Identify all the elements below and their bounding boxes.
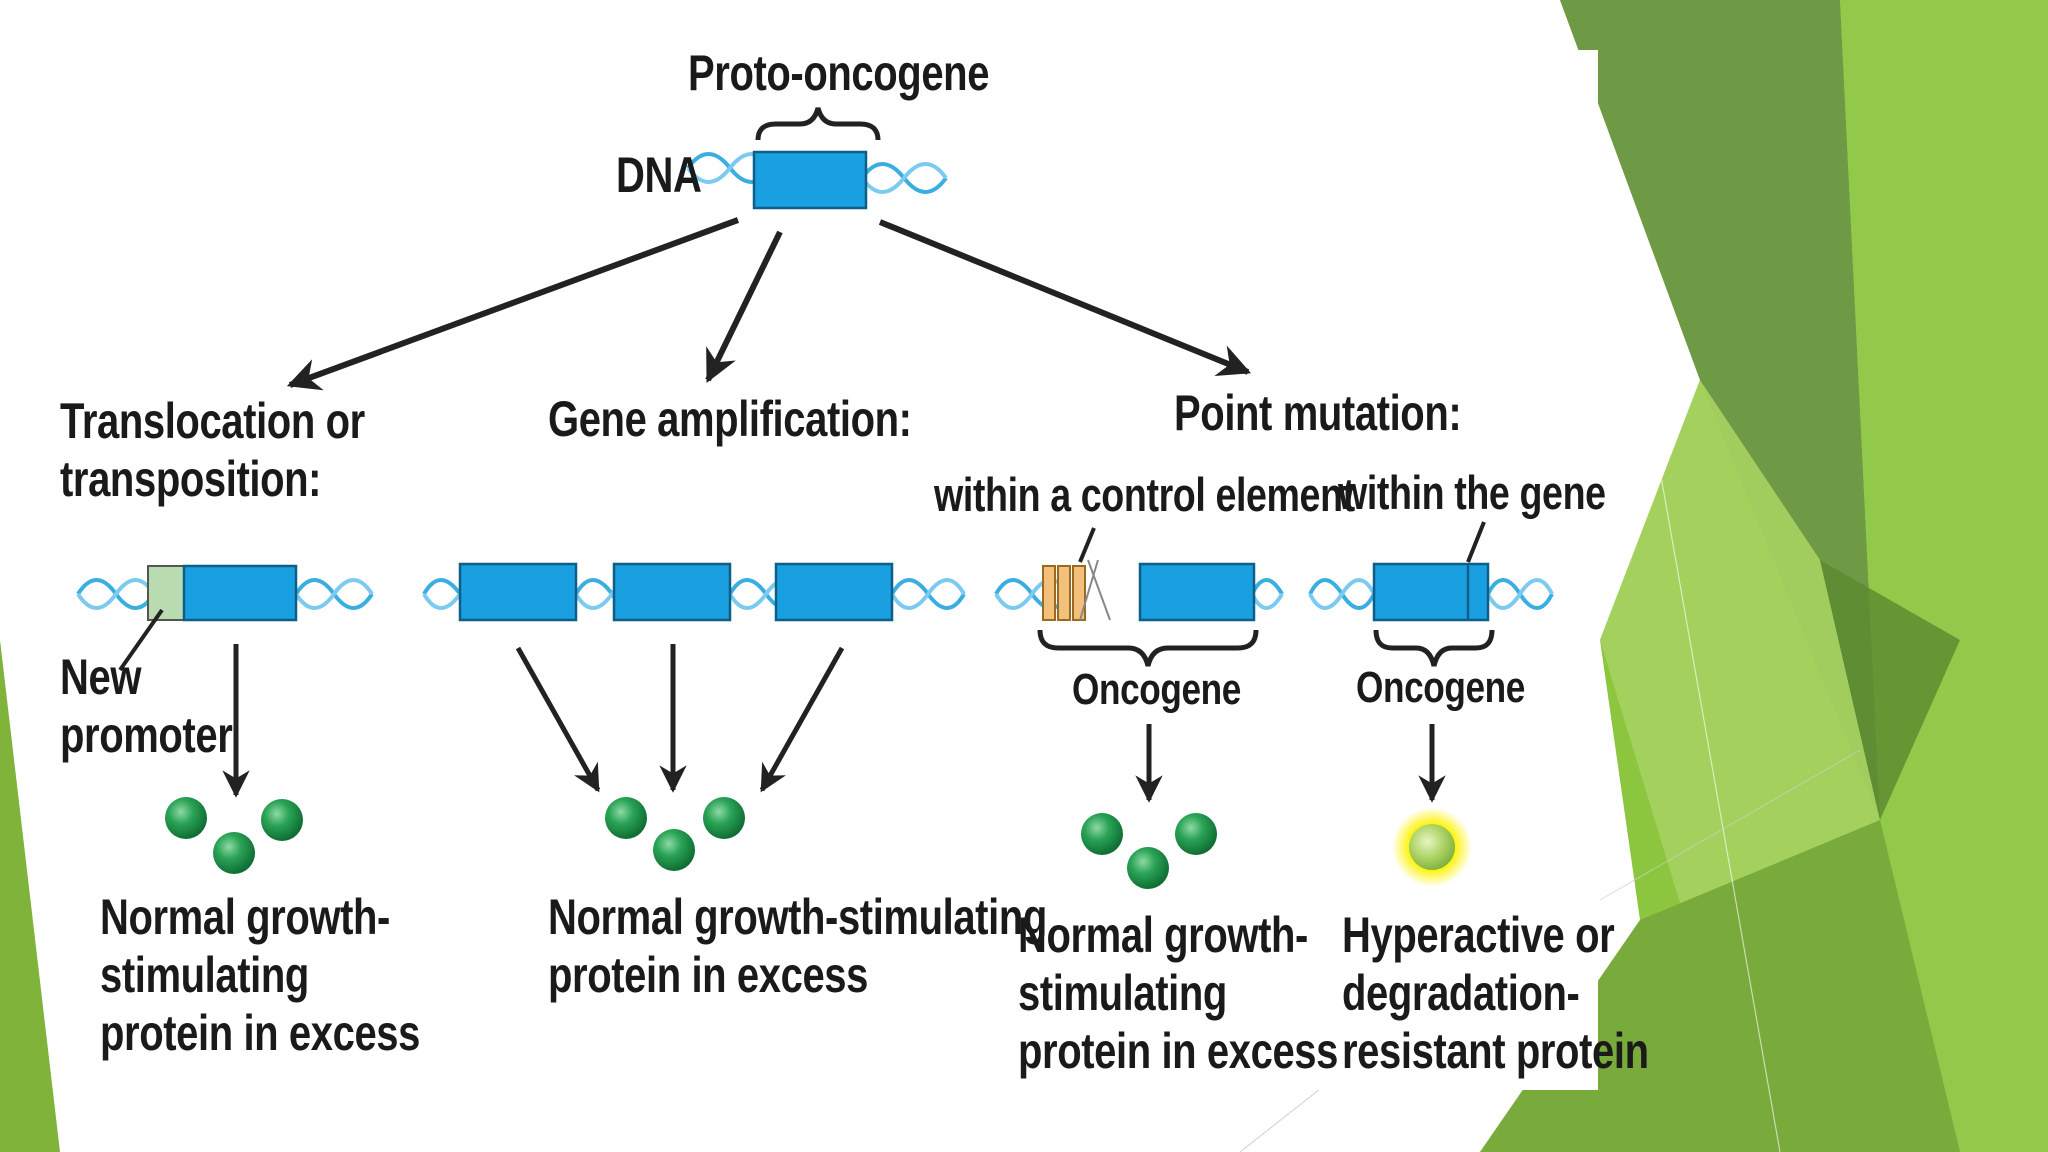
result-line: Normal growth- xyxy=(1018,907,1308,963)
amplification-dna xyxy=(422,562,966,622)
translocation-result: Normal growth- stimulating protein in ex… xyxy=(100,888,420,1062)
protein-cluster xyxy=(165,797,303,874)
translocation-dna xyxy=(76,564,374,672)
decor-line xyxy=(1599,129,1781,1152)
oncogene-label: Oncogene xyxy=(1356,663,1525,712)
control-element-segment xyxy=(1072,565,1086,621)
control-element-subheading: within a control element xyxy=(934,468,1355,521)
amplification-result: Normal growth-stimulating protein in exc… xyxy=(548,888,1047,1004)
promoter-pointer-line xyxy=(118,608,164,672)
protein xyxy=(605,797,647,839)
control-element-segment xyxy=(1057,565,1071,621)
proto-oncogene-label: Proto-oncogene xyxy=(688,45,990,101)
result-line: protein in excess xyxy=(100,1005,420,1061)
mutation-pointer-line xyxy=(1078,527,1096,563)
proto-oncogene-brace xyxy=(755,107,881,141)
oncogene-box xyxy=(1138,562,1256,622)
gene-copy-box xyxy=(774,562,894,622)
oncogene-brace xyxy=(1373,629,1495,667)
result-line: Hyperactive or xyxy=(1342,907,1615,963)
label-line: New xyxy=(60,649,142,705)
result-line: stimulating xyxy=(1018,965,1227,1021)
protein-cluster xyxy=(605,797,745,871)
right-deep-shard xyxy=(1820,560,1960,820)
protein-cluster xyxy=(1081,813,1217,889)
oncogene-box xyxy=(1372,562,1490,622)
arrow-to-translocation xyxy=(286,217,740,391)
control-result: Normal growth- stimulating protein in ex… xyxy=(1018,906,1338,1080)
point-mutation-heading: Point mutation: xyxy=(1174,385,1462,441)
protein xyxy=(213,832,255,874)
new-promoter-box xyxy=(147,565,185,621)
control-element-dna xyxy=(994,527,1284,667)
result-line: Normal growth-stimulating xyxy=(548,889,1047,945)
new-promoter-label: New promoter xyxy=(60,648,233,764)
result-line: protein in excess xyxy=(548,947,868,1003)
right-bottom-shard xyxy=(1480,820,1960,1152)
dna-label: DNA xyxy=(616,147,702,203)
protein xyxy=(165,797,207,839)
label-line: promoter xyxy=(60,707,233,763)
arrow-to-point-mutation xyxy=(878,219,1252,377)
protein xyxy=(1127,847,1169,889)
result-line: Normal growth- xyxy=(100,889,390,945)
heading-line: transposition: xyxy=(60,451,322,507)
mutation-pointer-line xyxy=(1466,521,1486,563)
left-green-accent xyxy=(0,640,60,1152)
result-line: protein in excess xyxy=(1018,1023,1338,1079)
result-line: stimulating xyxy=(100,947,309,1003)
amplification-heading: Gene amplification: xyxy=(548,391,912,447)
oncogene-label: Oncogene xyxy=(1072,665,1241,714)
control-element-segment xyxy=(1042,565,1056,621)
decor-line xyxy=(1599,749,1861,901)
gene-copy-box xyxy=(612,562,732,622)
heading-line: Translocation or xyxy=(60,393,365,449)
protein xyxy=(1175,813,1217,855)
within-gene-result: Hyperactive or degradation- resistant pr… xyxy=(1342,906,1649,1080)
protein xyxy=(1081,813,1123,855)
arrow-to-amplification xyxy=(705,230,783,383)
gene-box xyxy=(182,564,298,622)
protein xyxy=(1409,824,1455,870)
result-line: degradation- xyxy=(1342,965,1580,1021)
arrow-amplification-protein xyxy=(759,646,845,793)
arrow-amplification-protein xyxy=(515,646,601,793)
within-gene-dna xyxy=(1308,521,1554,667)
right-light-shard xyxy=(1840,0,2048,1152)
protein xyxy=(703,797,745,839)
translocation-heading: Translocation or transposition: xyxy=(60,392,365,508)
proto-oncogene-box xyxy=(752,150,868,210)
result-line: resistant protein xyxy=(1342,1023,1649,1079)
proto-oncogene-dna xyxy=(686,107,948,210)
hyperactive-protein xyxy=(1392,807,1472,887)
protein xyxy=(653,829,695,871)
gene-copy-box xyxy=(458,562,578,622)
oncogene-brace xyxy=(1037,629,1259,667)
within-gene-subheading: within the gene xyxy=(1338,466,1606,519)
protein xyxy=(261,799,303,841)
